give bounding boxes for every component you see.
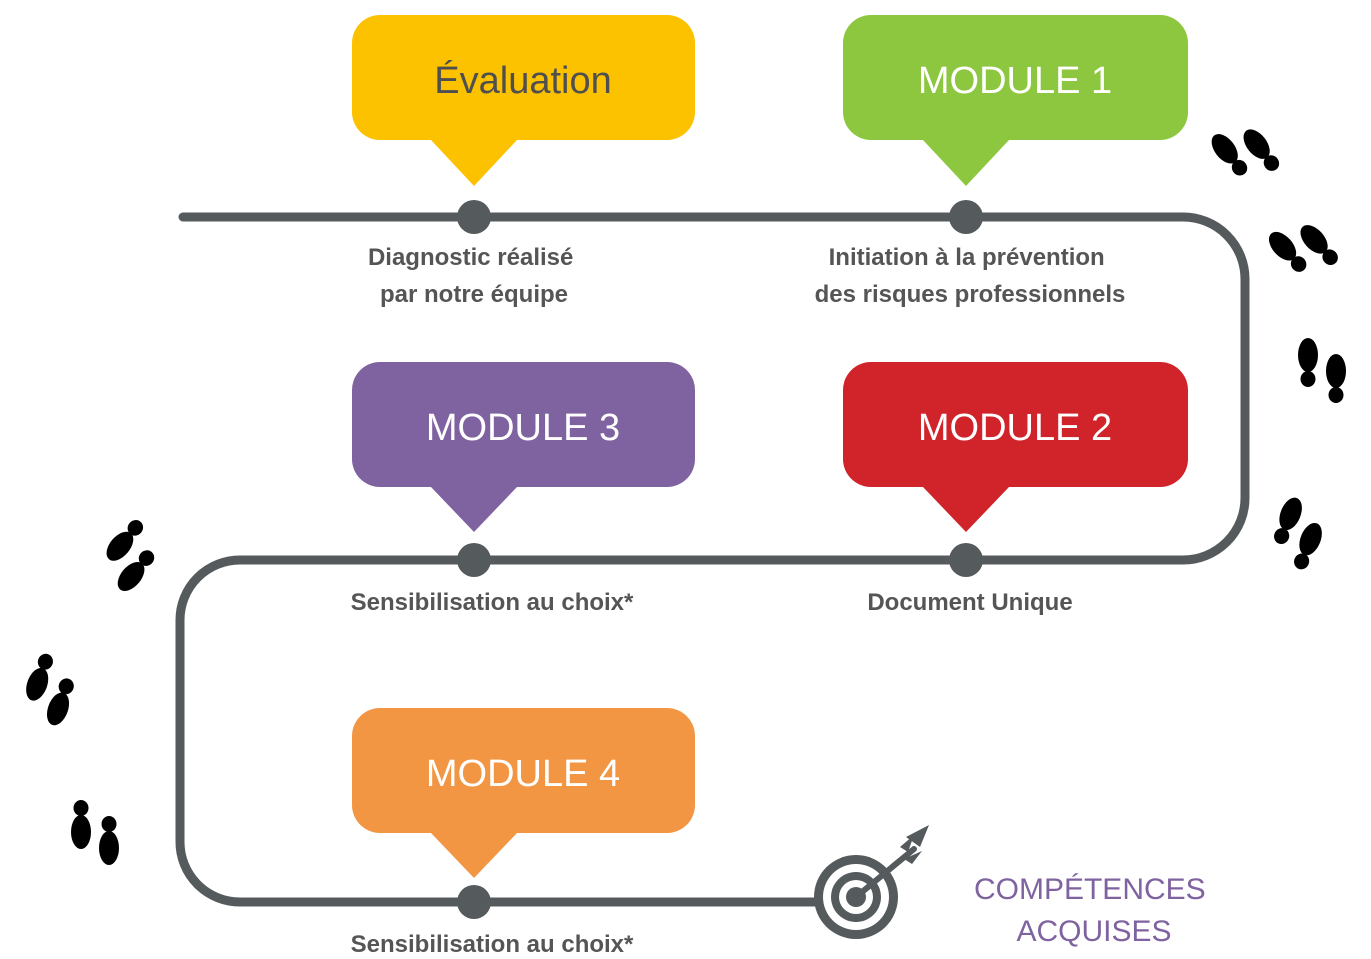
- step-title: MODULE 2: [918, 407, 1112, 449]
- caption-line: Diagnostic réalisé: [368, 244, 573, 271]
- step-caption-evaluation: Diagnostic réalisé par notre équipe: [368, 244, 580, 308]
- step-caption-module-4: Sensibilisation au choix*: [351, 931, 634, 958]
- caption-line: Document Unique: [867, 589, 1072, 616]
- path-node-evaluation: [457, 200, 491, 234]
- caption-line: Sensibilisation au choix*: [351, 589, 634, 616]
- target-with-arrow-icon: [814, 825, 929, 939]
- step-caption-module-1: Initiation à la prévention des risques p…: [815, 244, 1126, 308]
- step-caption-module-3: Sensibilisation au choix*: [351, 589, 634, 616]
- step-caption-module-2: Document Unique: [867, 589, 1072, 616]
- goal-label: COMPÉTENCES ACQUISES: [974, 873, 1214, 948]
- goal-label-line: ACQUISES: [1016, 915, 1171, 948]
- winding-path-line: [175, 212, 1250, 907]
- path-node-module-2: [949, 543, 983, 577]
- step-bubble-evaluation: Évaluation: [352, 15, 695, 186]
- goal-label-line: COMPÉTENCES: [974, 873, 1206, 906]
- step-title: MODULE 4: [426, 753, 620, 795]
- path-node-module-1: [949, 200, 983, 234]
- step-bubble-module-4: MODULE 4: [352, 708, 695, 878]
- path-node-module-4: [457, 885, 491, 919]
- step-bubble-module-1: MODULE 1: [843, 15, 1188, 186]
- caption-line: Sensibilisation au choix*: [351, 931, 634, 958]
- caption-line: Initiation à la prévention: [829, 244, 1105, 271]
- step-title: Évaluation: [434, 59, 611, 102]
- step-bubble-module-2: MODULE 2: [843, 362, 1188, 532]
- step-title: MODULE 1: [918, 60, 1112, 102]
- caption-line: des risques professionnels: [815, 281, 1126, 308]
- caption-line: par notre équipe: [380, 281, 568, 308]
- step-title: MODULE 3: [426, 407, 620, 449]
- path-node-module-3: [457, 543, 491, 577]
- step-bubble-module-3: MODULE 3: [352, 362, 695, 532]
